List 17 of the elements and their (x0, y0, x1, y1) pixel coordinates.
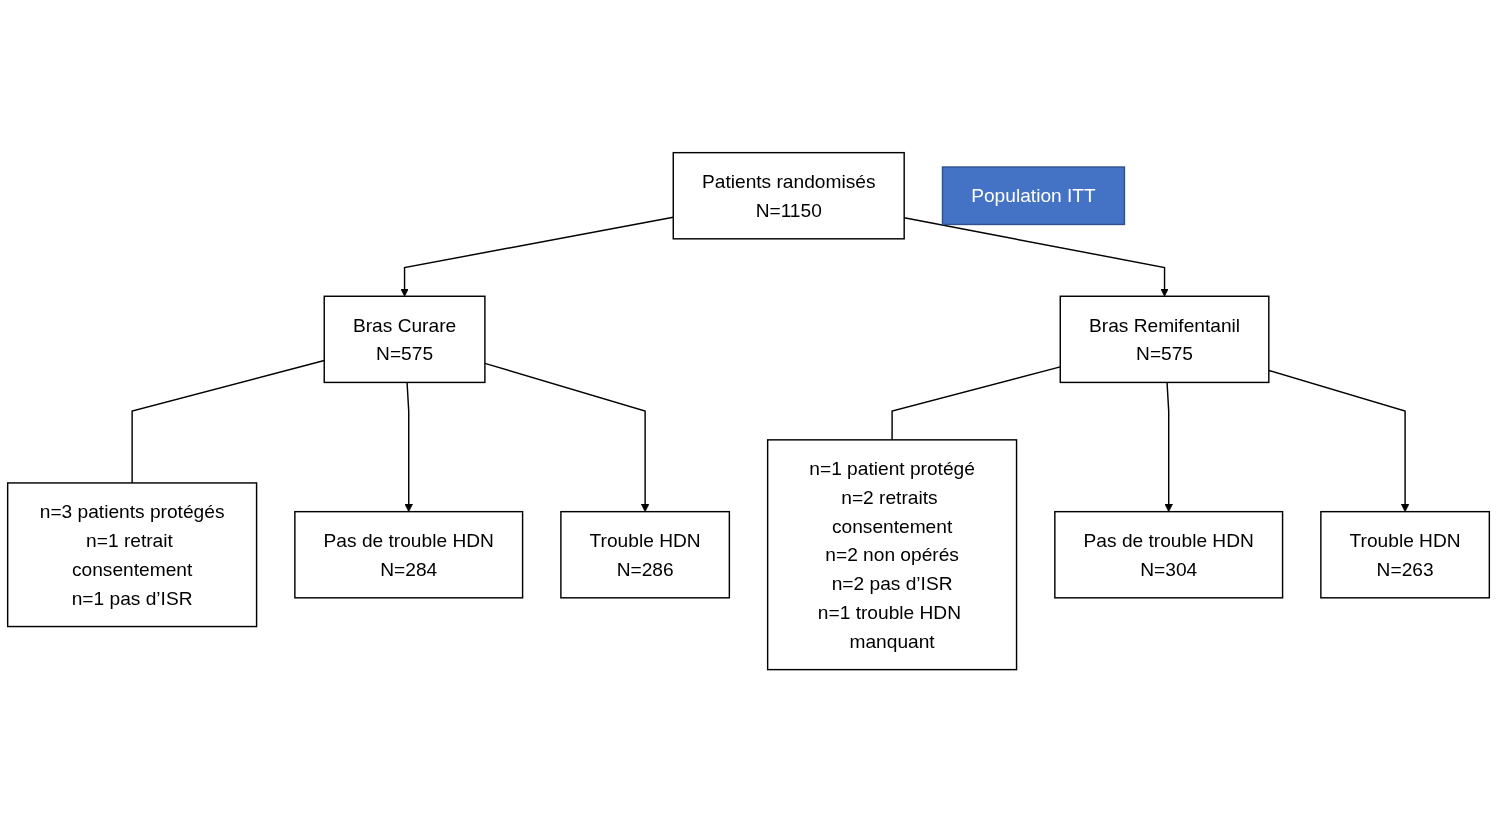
node-box: Trouble HDN N=263 (1320, 510, 1491, 599)
arrow (1268, 369, 1410, 512)
node-box: Trouble HDN N=286 (560, 510, 731, 599)
node-box: Population ITT (941, 166, 1126, 226)
node-box: Bras Remifentanil N=575 (1059, 295, 1270, 383)
connector (131, 359, 325, 484)
arrow (1164, 381, 1173, 512)
arrow (484, 362, 650, 512)
node-box: Pas de trouble HDN N=304 (1054, 510, 1284, 599)
node-box: n=1 patient protégé n=2 retraits consentement n=2 non opérés n=2 pas d’ISR n=1 trouble HDN manquant (766, 439, 1018, 671)
node-box: Patients randomisés N=1150 (672, 151, 905, 240)
node-box: n=3 patients protégés n=1 retrait consentement n=1 pas d’ISR (6, 482, 258, 628)
node-box: Bras Curare N=575 (323, 295, 486, 383)
arrow (404, 381, 413, 512)
arrow (400, 216, 674, 297)
connector (891, 365, 1061, 441)
node-box: Pas de trouble HDN N=284 (294, 510, 524, 599)
